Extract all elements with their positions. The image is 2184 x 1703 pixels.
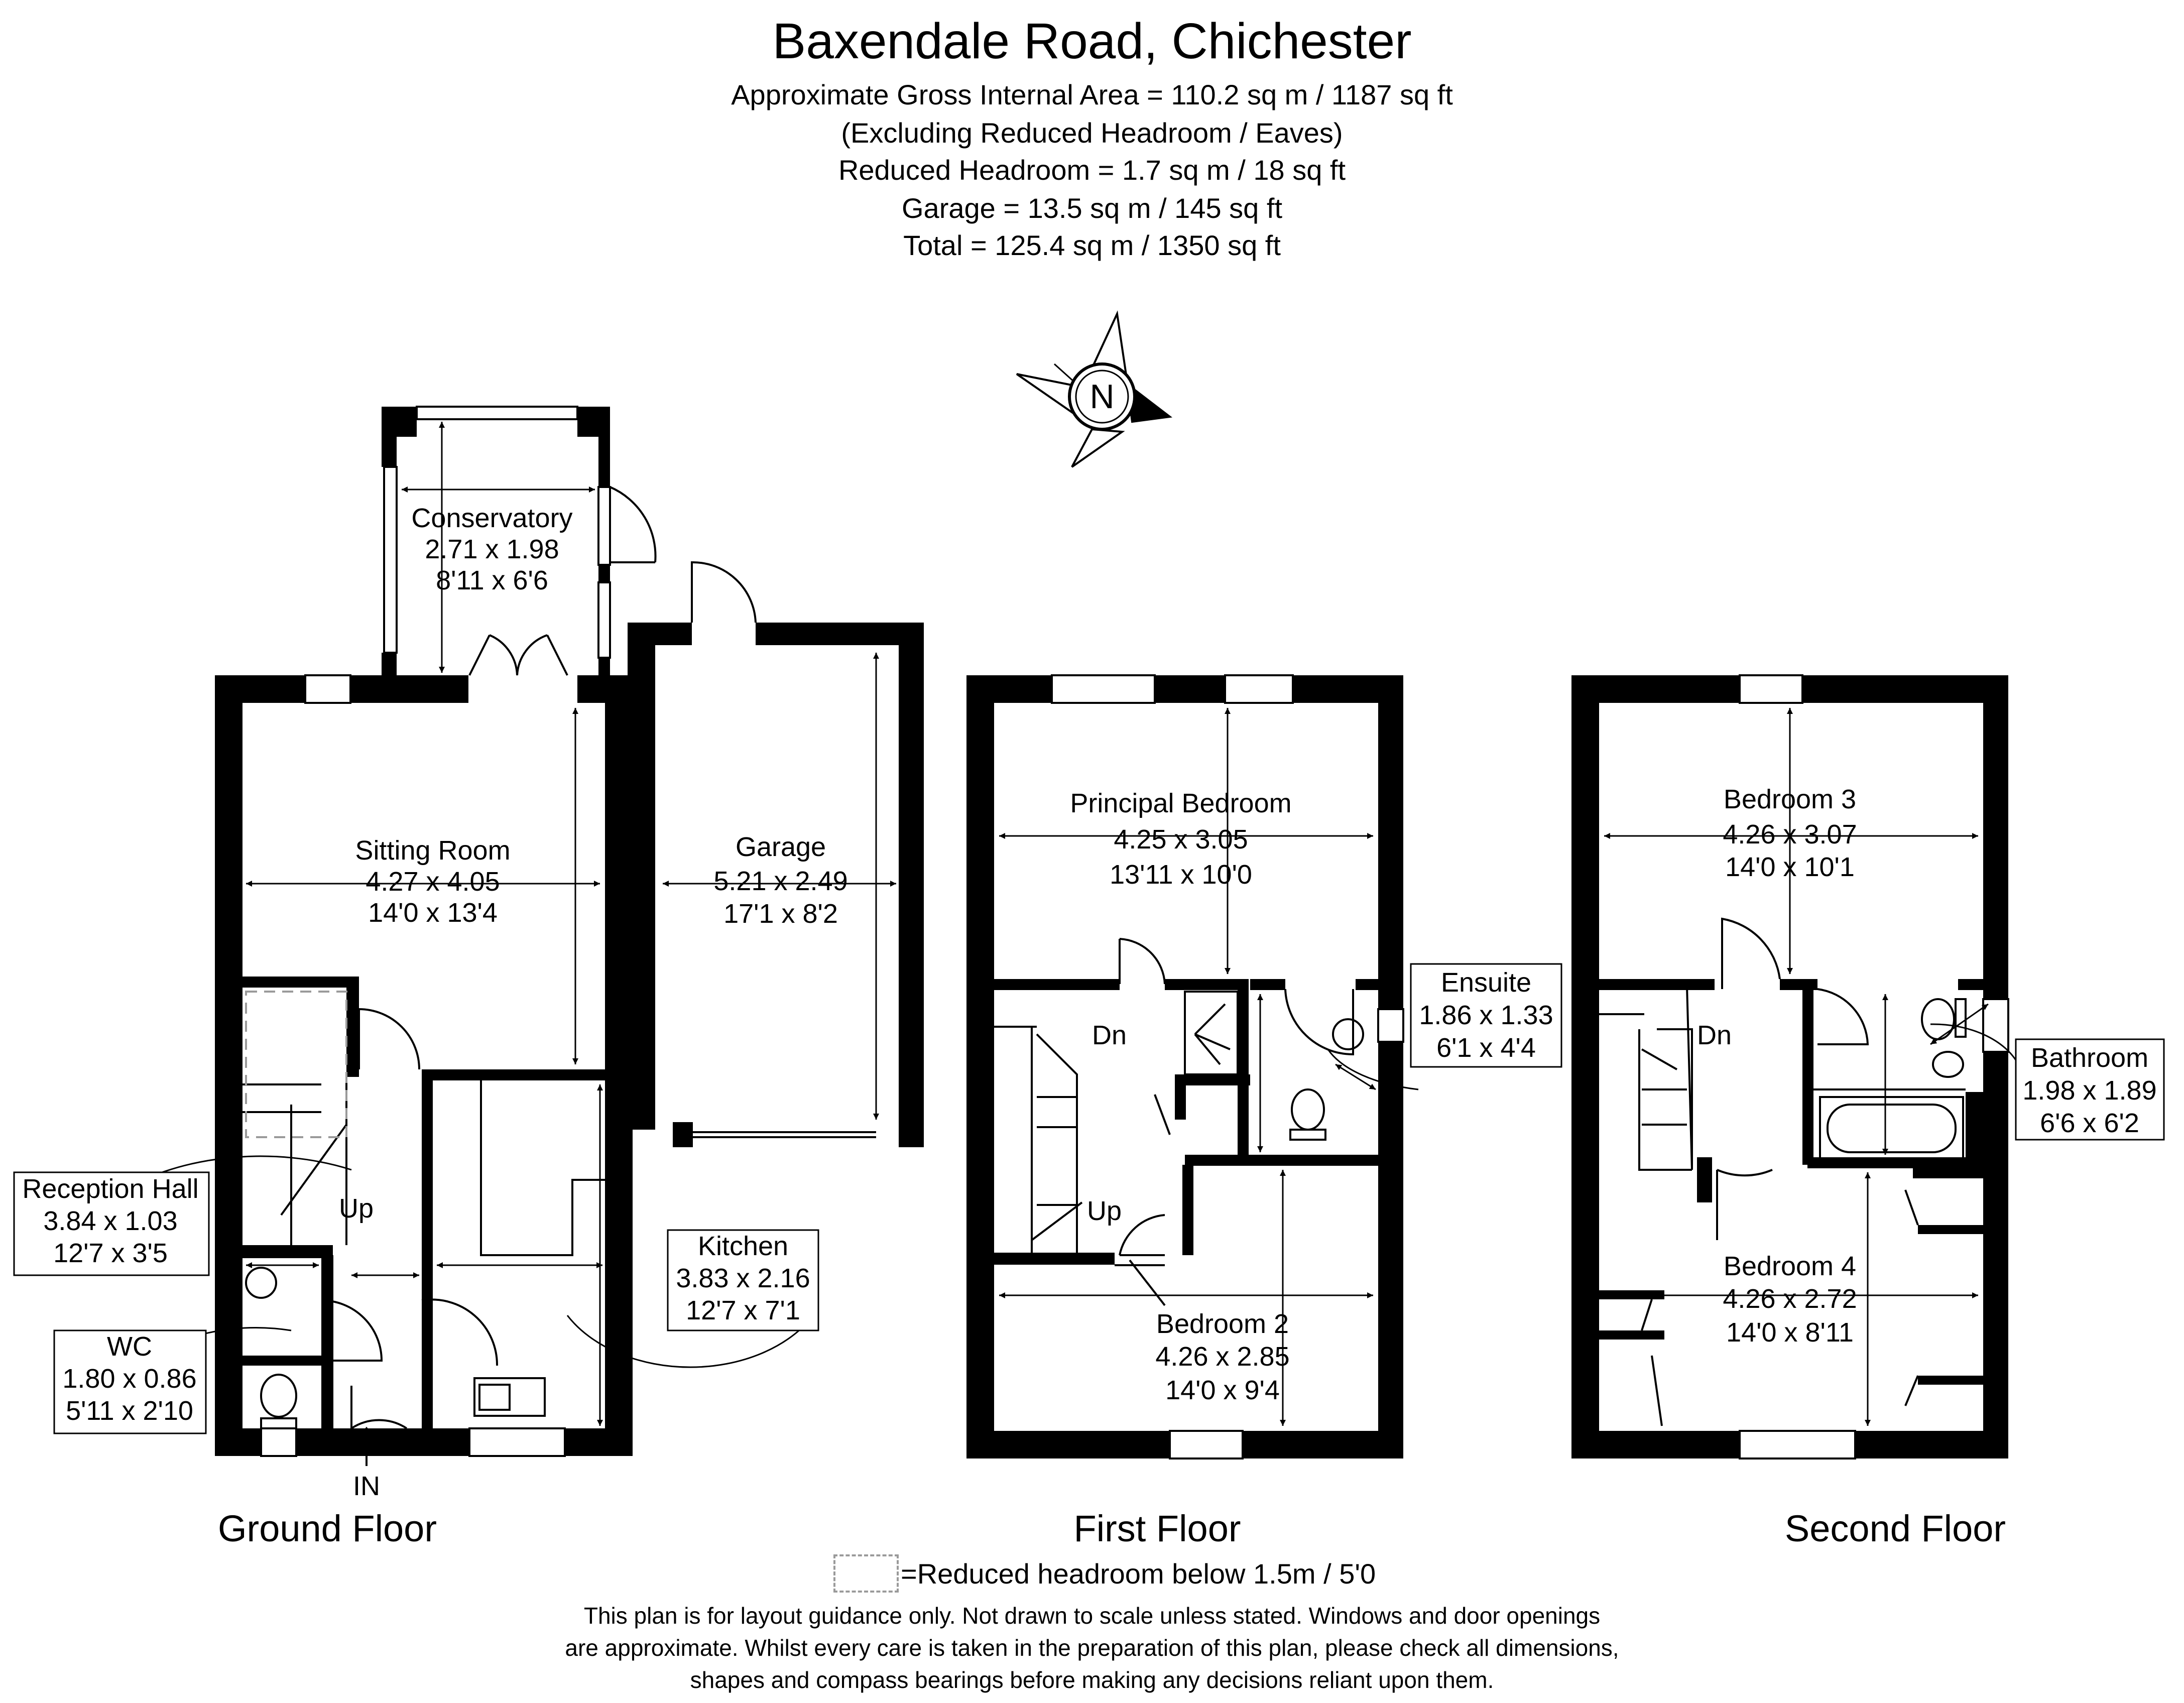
kitchen-metric: 3.83 x 2.16 xyxy=(676,1263,810,1293)
bedroom-3-imperial: 14'0 x 10'1 xyxy=(1725,852,1855,882)
wc-name: WC xyxy=(107,1331,152,1362)
reception-hall-imperial: 12'7 x 3'5 xyxy=(53,1238,168,1268)
principal-bedroom-name: Principal Bedroom xyxy=(1070,788,1291,818)
conservatory-name: Conservatory xyxy=(411,503,572,533)
conservatory-imperial: 8'11 x 6'6 xyxy=(436,565,548,595)
stairs-down-label-first: Dn xyxy=(1092,1020,1127,1050)
ground-floor-plan xyxy=(215,406,924,1457)
compass-north-letter: N xyxy=(1089,378,1114,416)
plan-title: Baxendale Road, Chichester xyxy=(772,13,1412,69)
disclaimer-line-2: are approximate. Whilst every care is ta… xyxy=(565,1635,1619,1661)
kitchen-label-box xyxy=(667,1229,819,1331)
garage-name: Garage xyxy=(736,832,826,862)
bedroom-2-metric: 4.26 x 2.85 xyxy=(1155,1342,1289,1372)
ground-floor-label: Ground Floor xyxy=(218,1508,437,1549)
second-floor-label: Second Floor xyxy=(1785,1508,2006,1549)
disclaimer-line-3: shapes and compass bearings before makin… xyxy=(690,1667,1494,1693)
bedroom-4-metric: 4.26 x 2.72 xyxy=(1723,1284,1857,1314)
bedroom-4-name: Bedroom 4 xyxy=(1724,1251,1856,1281)
bathroom-imperial: 6'6 x 6'2 xyxy=(2040,1108,2139,1138)
bedroom-3-metric: 4.26 x 3.07 xyxy=(1723,819,1857,849)
garage-imperial: 17'1 x 8'2 xyxy=(723,899,838,929)
reduced-headroom-swatch xyxy=(833,1554,899,1593)
ensuite-imperial: 6'1 x 4'4 xyxy=(1436,1033,1536,1063)
sitting-room-metric: 4.27 x 4.05 xyxy=(366,867,500,897)
principal-bedroom-metric: 4.25 x 3.05 xyxy=(1114,824,1248,855)
bedroom-4-imperial: 14'0 x 8'11 xyxy=(1726,1317,1854,1348)
wc-label-box xyxy=(53,1329,207,1434)
legend: =Reduced headroom below 1.5m / 5'0 xyxy=(833,1554,1486,1595)
reception-hall-metric: 3.84 x 1.03 xyxy=(43,1206,177,1236)
compass-rose-icon: N xyxy=(1016,310,1173,468)
stairs-up-label-ground: Up xyxy=(339,1193,374,1224)
bathroom-name: Bathroom xyxy=(2031,1043,2148,1073)
reduced-headroom-area: Reduced Headroom = 1.7 sq m / 18 sq ft xyxy=(838,154,1346,186)
disclaimer-line-1: This plan is for layout guidance only. N… xyxy=(583,1603,1601,1629)
conservatory-metric: 2.71 x 1.98 xyxy=(425,534,559,564)
garage-metric: 5.21 x 2.49 xyxy=(713,866,847,896)
total-area: Total = 125.4 sq m / 1350 sq ft xyxy=(903,229,1281,261)
entrance-arrow-icon xyxy=(356,1426,377,1466)
disclaimer: This plan is for layout guidance only. N… xyxy=(0,1600,2184,1696)
bathroom-label-box xyxy=(2015,1038,2165,1141)
second-floor-plan xyxy=(1571,674,2009,1459)
entrance-label: IN xyxy=(353,1471,380,1501)
area-exclusion-note: (Excluding Reduced Headroom / Eaves) xyxy=(841,117,1343,149)
legend-text: =Reduced headroom below 1.5m / 5'0 xyxy=(901,1558,1376,1590)
wc-imperial: 5'11 x 2'10 xyxy=(66,1396,193,1426)
stairs-up-label-first: Up xyxy=(1087,1196,1122,1226)
first-floor-plan xyxy=(966,674,1404,1459)
reception-hall-label-box xyxy=(13,1171,210,1276)
ensuite-name: Ensuite xyxy=(1441,967,1531,998)
principal-bedroom-imperial: 13'11 x 10'0 xyxy=(1110,860,1252,890)
bedroom-2-name: Bedroom 2 xyxy=(1156,1309,1289,1339)
sitting-room-imperial: 14'0 x 13'4 xyxy=(368,898,498,928)
kitchen-imperial: 12'7 x 7'1 xyxy=(686,1295,800,1325)
ensuite-label-box xyxy=(1410,963,1562,1068)
reception-hall-name: Reception Hall xyxy=(22,1174,198,1204)
bedroom-3-name: Bedroom 3 xyxy=(1724,784,1856,814)
kitchen-name: Kitchen xyxy=(698,1231,788,1261)
stairs-down-label-second: Dn xyxy=(1697,1020,1732,1050)
sitting-room-name: Sitting Room xyxy=(355,835,510,866)
wc-metric: 1.80 x 0.86 xyxy=(62,1364,196,1394)
first-floor-label: First Floor xyxy=(1074,1508,1241,1549)
bathroom-metric: 1.98 x 1.89 xyxy=(2022,1075,2156,1106)
gross-internal-area: Approximate Gross Internal Area = 110.2 … xyxy=(731,79,1453,110)
bedroom-2-imperial: 14'0 x 9'4 xyxy=(1165,1375,1280,1405)
garage-area: Garage = 13.5 sq m / 145 sq ft xyxy=(902,192,1282,224)
ensuite-metric: 1.86 x 1.33 xyxy=(1419,1000,1553,1030)
